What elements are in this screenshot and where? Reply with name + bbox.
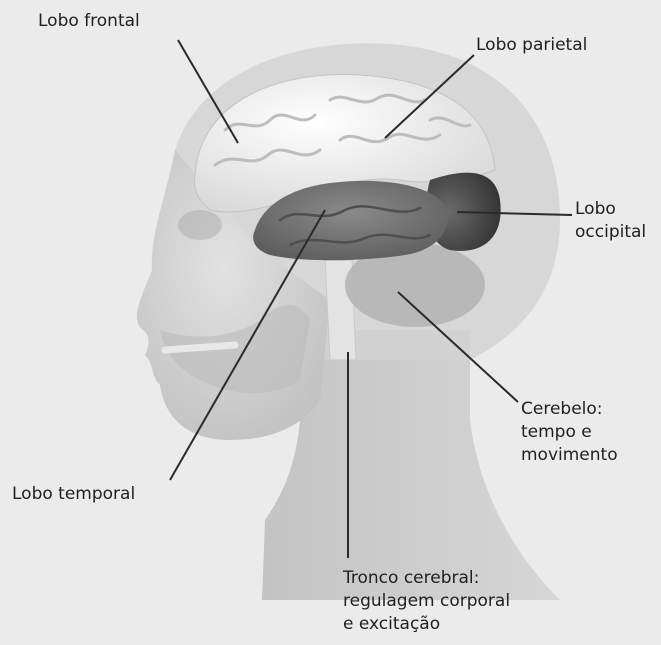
- label-temporal-lobe: Lobo temporal: [12, 483, 135, 506]
- label-brainstem: Tronco cerebral: regulagem corporal e ex…: [343, 567, 510, 636]
- eye-socket: [178, 210, 222, 240]
- label-parietal-lobe: Lobo parietal: [476, 34, 587, 57]
- teeth: [165, 345, 235, 350]
- label-frontal-lobe: Lobo frontal: [38, 10, 140, 33]
- label-occipital-lobe: Lobo occipital: [575, 198, 646, 244]
- label-cerebellum: Cerebelo: tempo e movimento: [521, 398, 618, 467]
